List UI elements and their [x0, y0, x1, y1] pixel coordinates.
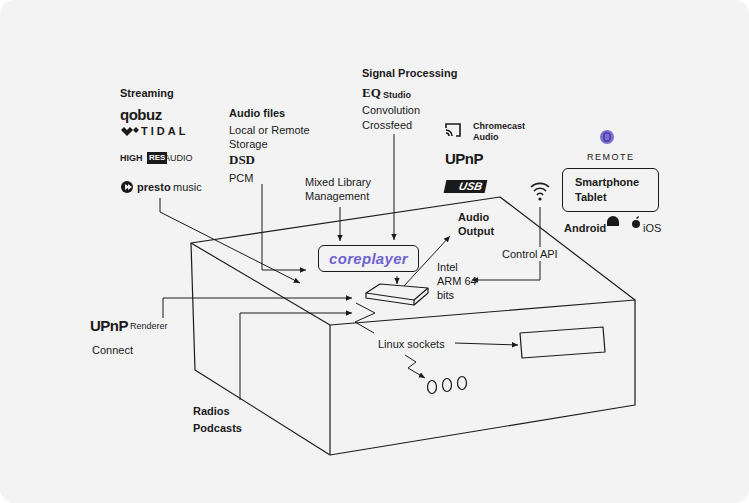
section-heading: Audio files: [229, 106, 285, 120]
player-box: coreplayer: [318, 245, 419, 272]
connect-label: Connect: [92, 343, 133, 357]
section-heading: Podcasts: [193, 421, 242, 435]
section-heading: Streaming: [120, 86, 174, 100]
remote-label: REMOTE: [587, 150, 635, 164]
service-logo: HIGH: [120, 153, 143, 164]
service-logo: AUDIO: [164, 153, 193, 164]
service-logo: music: [173, 180, 202, 194]
feature-label: Mixed Library Management: [305, 175, 383, 203]
output-label: Chromecast Audio: [473, 121, 535, 143]
feature-label: Convolution: [362, 103, 420, 117]
section-heading: Signal Processing: [362, 66, 457, 80]
service-logo: qobuz: [120, 107, 162, 123]
upnp-logo: UPnP: [90, 318, 128, 334]
renderer-label: Renderer: [130, 321, 168, 332]
section-heading: Audio Output: [458, 210, 508, 238]
format-label: DSD: [229, 153, 255, 167]
section-heading: Radios: [193, 404, 230, 418]
platform-label: Android: [564, 221, 606, 235]
feature-label: Crossfeed: [362, 118, 412, 132]
cpu-label: Intel ARM 64 bits: [437, 260, 479, 302]
linux-label: Linux sockets: [376, 337, 447, 351]
node-text: Smartphone Tablet: [575, 175, 645, 205]
storage-label: Local or Remote Storage: [229, 123, 324, 151]
usb-logo: USB: [444, 180, 488, 193]
eq-logo: Studio: [383, 90, 411, 101]
upnp-logo: UPnP: [445, 151, 483, 167]
eq-logo: EQ: [362, 86, 381, 100]
format-label: PCM: [229, 171, 253, 185]
service-logo: TIDAL: [141, 124, 188, 138]
api-label: Control API: [500, 247, 560, 261]
remote-device-box: Smartphone Tablet: [562, 168, 659, 212]
node-text: coreplayer: [329, 250, 408, 267]
service-logo: presto: [137, 180, 171, 194]
platform-label: iOS: [643, 221, 661, 235]
